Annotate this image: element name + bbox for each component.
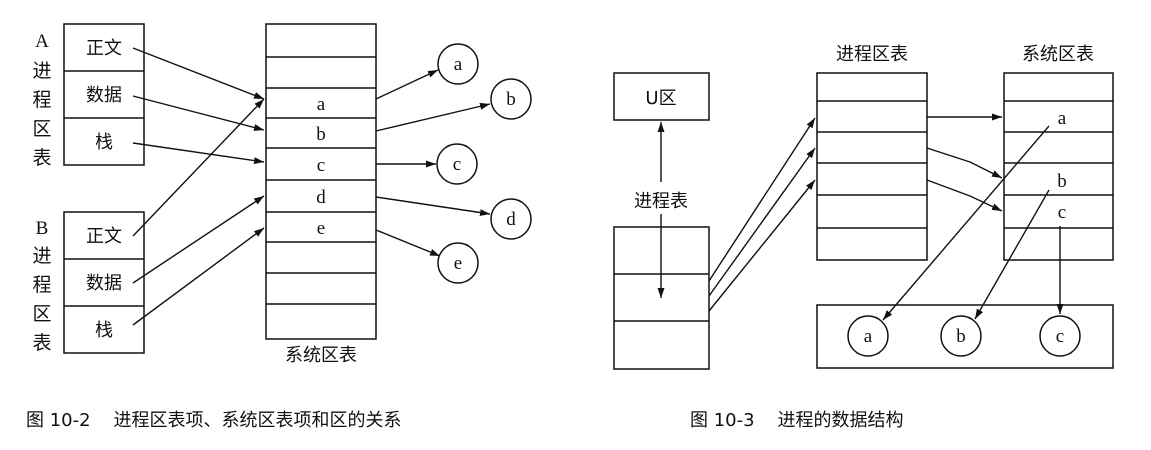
fig3-system-row-b: b [1057,171,1067,192]
process-a-region-table: A 进 程 区 表 正文 数据 栈 [32,23,145,169]
region-c: c [436,143,478,185]
fig3-system-region-table-label: 系统区表 [1022,44,1094,65]
system-row-a: a [317,94,326,115]
u-area-box [613,72,710,121]
process-b-letter: B [36,218,49,239]
process-a-row-text: 正文 [86,38,122,59]
process-a-letter: A [35,31,49,52]
process-region-table: 进程区表 [816,44,928,261]
process-b-row-stack: 栈 [95,320,113,341]
fig3-system-row-c: c [1058,202,1066,223]
arrow-row-d-to-region-d [375,196,491,216]
system-row-d: d [316,187,326,208]
fig3-system-row-a: a [1058,108,1067,129]
process-b-row-data: 数据 [86,273,122,294]
process-a-row-stack: 栈 [95,132,113,153]
process-region-table-label: 进程区表 [836,44,908,65]
process-b-row-text: 正文 [86,226,122,247]
arrow-sys-a-to-region-a [882,125,1050,321]
system-row-c: c [317,155,325,176]
arrow-b-data-to-d [132,195,265,284]
arrow-region-row-to-sys-c [926,179,1003,212]
arrow-proc-to-region-row-1 [708,117,816,282]
arrow-a-stack-to-c [132,142,265,165]
process-a-side-label-4: 表 [32,147,51,169]
process-table-label: 进程表 [634,191,688,212]
process-a-table-box [63,23,145,166]
process-b-region-table: B 进 程 区 表 正文 数据 栈 [32,211,145,354]
system-region-table-box [265,23,377,340]
process-b-side-label-2: 程 [32,274,51,296]
process-a-side-label-2: 程 [32,89,51,111]
arrow-row-e-to-region-e [375,229,441,257]
fig3-region-b-label: b [956,326,966,347]
u-area-label: U区 [645,88,676,109]
arrow-region-row-to-sys-b [926,147,1003,179]
fig3-region-b: b [940,315,982,357]
region-c-label: c [453,154,461,175]
figure-10-3: U区 进程表 进程区表 系统区表 [613,44,1114,431]
u-area: U区 [613,72,710,121]
fig3-regions-container [816,304,1114,369]
region-a: a [437,43,479,85]
region-d: d [490,198,532,240]
fig3-region-a-label: a [864,326,873,347]
process-region-table-box [816,72,928,261]
arrow-row-b-to-region-b [375,102,491,132]
process-a-side-label-3: 区 [32,118,51,140]
region-e-label: e [454,253,462,274]
fig2-region-arrows [375,69,491,257]
process-b-side-label-1: 进 [32,245,51,267]
fig3-system-region-table-box [1003,72,1114,261]
system-region-table: a b c d e 系统区表 [265,23,377,366]
arrow-b-stack-to-e [132,227,265,326]
arrow-b-text-to-a [132,98,265,237]
fig3-system-region-table: 系统区表 a b c [1003,44,1114,261]
figure-10-2: A 进 程 区 表 正文 数据 栈 B 进 程 区 表 正文 数据 栈 [26,23,532,431]
figure-10-2-caption: 图 10-2 进程区表项、系统区表项和区的关系 [26,410,401,431]
region-b-label: b [506,89,516,110]
system-row-e: e [317,218,325,239]
system-region-table-label: 系统区表 [285,345,357,366]
fig3-process-arrows [708,117,816,312]
fig3-region-c-label: c [1056,326,1064,347]
region-b: b [490,78,532,120]
region-d-label: d [506,209,516,230]
region-a-label: a [454,54,463,75]
fig3-region-a: a [847,315,889,357]
arrow-row-a-to-region-a [375,69,439,100]
process-b-side-label-3: 区 [32,303,51,325]
fig3-region-c: c [1039,315,1081,357]
arrow-a-data-to-b [132,95,265,131]
arrow-proc-to-region-row-3 [708,179,816,312]
fig3-regions-box: a b c [816,304,1114,369]
process-b-side-label-4: 表 [32,332,51,354]
fig2-process-arrows [132,47,265,326]
fig3-region-table-arrows [926,113,1003,212]
process-b-table-box [63,211,145,354]
arrow-a-text-to-a [132,47,265,100]
process-a-row-data: 数据 [86,85,122,106]
fig2-regions: a b c d e [436,43,532,284]
system-row-b: b [316,124,326,145]
figure-10-3-caption: 图 10-3 进程的数据结构 [690,410,903,431]
fig3-region-arrows [882,125,1064,321]
arrow-sys-b-to-region-b [974,189,1050,320]
arrow-proc-to-region-row-2 [708,147,816,297]
region-e: e [437,242,479,284]
process-a-side-label-1: 进 [32,60,51,82]
